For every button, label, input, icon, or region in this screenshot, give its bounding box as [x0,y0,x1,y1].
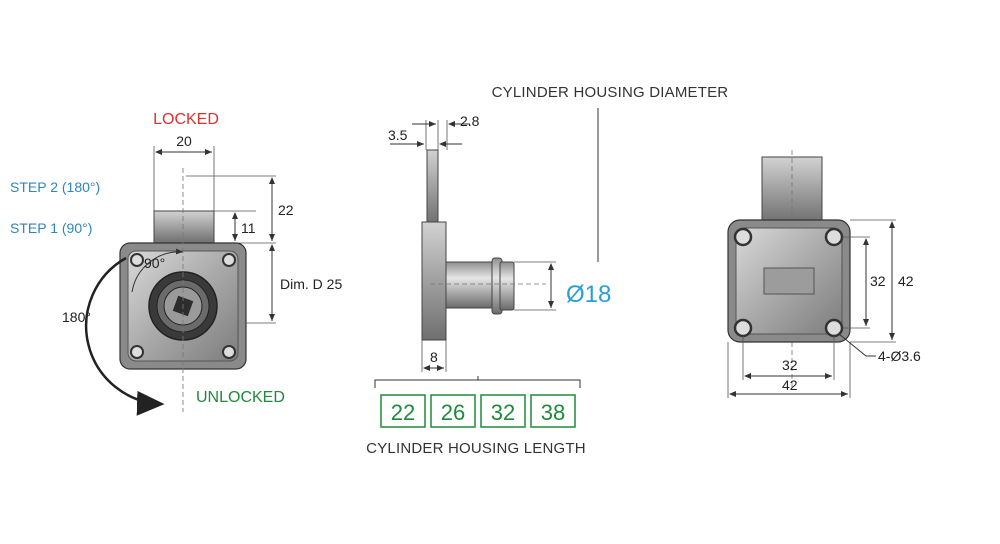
side-view: CYLINDER HOUSING DIAMETER 3.5 2.8 Ø18 8 [366,84,728,457]
side-plate [421,221,447,341]
front-view: LOCKED STEP 2 (180°) STEP 1 (90°) 20 22 … [10,111,342,416]
unlocked-label: UNLOCKED [196,389,285,406]
dim-outer-v-42: 42 [898,273,914,289]
dim-body-d25: Dim. D 25 [280,276,342,292]
dim-height-22: 22 [278,202,294,218]
bolt [153,210,215,244]
length-22: 22 [391,400,415,425]
length-box-32 [480,394,526,428]
angle-90: 90° [144,255,165,271]
cylinder-housing [445,261,495,309]
dim-3-5: 3.5 [388,127,408,143]
back-view: 32 42 32 42 4-Ø3.6 [727,150,921,398]
dim-width-20: 20 [176,133,192,149]
mounting-hole-icon [824,318,844,338]
length-options: 22 26 32 38 [380,394,576,428]
rotation-180-arrow-icon [84,256,165,416]
mounting-hole-icon [824,227,844,247]
step2-label: STEP 2 (180°) [10,179,100,195]
dim-inner-h-32: 32 [782,357,798,373]
length-box-38 [530,394,576,428]
screw-hole-icon [130,253,144,267]
locked-label: LOCKED [153,111,219,128]
diameter-title: CYLINDER HOUSING DIAMETER [492,84,729,101]
screw-hole-icon [222,345,236,359]
screw-hole-icon [130,345,144,359]
dim-8: 8 [430,349,438,365]
dim-step-11: 11 [241,220,256,236]
holes-spec: 4-Ø3.6 [878,348,921,364]
diameter-value: Ø18 [566,281,611,308]
mounting-hole-icon [733,227,753,247]
length-32: 32 [491,400,515,425]
length-box-26 [430,394,476,428]
side-bolt [426,149,439,225]
dim-inner-v-32: 32 [870,273,886,289]
angle-180: 180° [62,309,91,325]
dim-outer-h-42: 42 [782,377,798,393]
length-38: 38 [541,400,565,425]
rotation-90-arrow-icon [131,248,184,293]
mounting-hole-icon [733,318,753,338]
step1-label: STEP 1 (90°) [10,220,92,236]
length-26: 26 [441,400,465,425]
dim-2-8: 2.8 [460,113,480,129]
screw-hole-icon [222,253,236,267]
length-title: CYLINDER HOUSING LENGTH [366,440,586,457]
length-box-22 [380,394,426,428]
